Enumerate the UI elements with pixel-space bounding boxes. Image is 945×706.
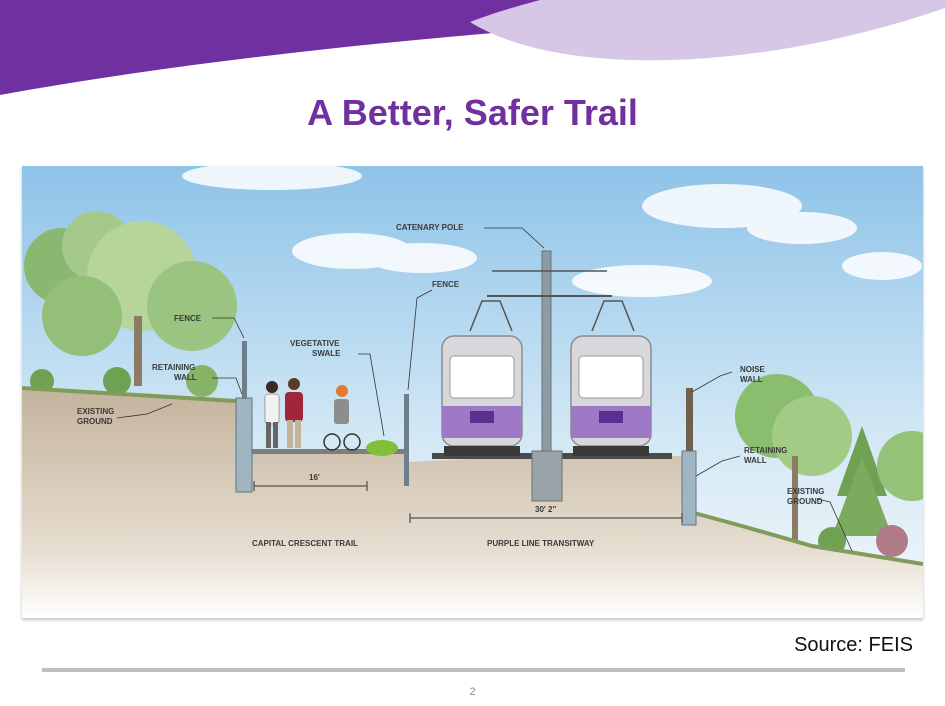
noise-wall xyxy=(686,388,693,456)
label-existing-ground-right-line2: GROUND xyxy=(787,497,823,506)
light-rail-train-left xyxy=(441,300,523,456)
label-existing-ground-right-line1: EXISTING xyxy=(787,487,824,496)
transitway-dimension-line xyxy=(409,513,683,523)
source-citation: Source: FEIS xyxy=(794,634,913,656)
label-retaining-wall-right-line1: RETAINING xyxy=(744,446,787,455)
label-fence-left: FENCE xyxy=(174,314,202,323)
trail-dimension-line xyxy=(253,481,368,491)
page-number: 2 xyxy=(469,686,476,698)
light-rail-train-right xyxy=(570,300,652,456)
fence-left xyxy=(242,341,247,399)
label-noise-wall-line1: NOISE xyxy=(740,365,766,374)
label-vegetative-swale-line2: SWALE xyxy=(312,349,341,358)
footer-divider xyxy=(42,668,905,672)
label-transitway-width: 30' 2" xyxy=(535,505,556,514)
label-purple-line-transitway: PURPLE LINE TRANSITWAY xyxy=(487,539,595,548)
fence-mid xyxy=(404,394,409,486)
retaining-wall-left xyxy=(235,397,253,493)
label-retaining-wall-right-line2: WALL xyxy=(744,456,767,465)
existing-ground-line-left xyxy=(22,386,253,404)
label-retaining-wall-left-line1: RETAINING xyxy=(152,363,195,372)
label-trail-width: 16' xyxy=(309,473,320,482)
label-existing-ground-left-line2: GROUND xyxy=(77,417,113,426)
header-banner xyxy=(0,0,945,95)
trees-left xyxy=(24,211,237,397)
label-retaining-wall-left-line2: WALL xyxy=(174,373,197,382)
label-noise-wall-line2: WALL xyxy=(740,375,763,384)
label-vegetative-swale-line1: VEGETATIVE xyxy=(290,339,340,348)
vegetative-swale xyxy=(366,440,398,456)
label-fence-mid: FENCE xyxy=(432,280,460,289)
existing-ground-line-right xyxy=(686,509,923,566)
label-existing-ground-left-line1: EXISTING xyxy=(77,407,114,416)
slide-title: A Better, Safer Trail xyxy=(307,92,638,133)
trail-users xyxy=(264,378,361,451)
catenary-pole xyxy=(541,250,552,452)
retaining-wall-right xyxy=(681,450,697,526)
label-catenary-pole: CATENARY POLE xyxy=(396,223,464,232)
trees-right xyxy=(735,374,923,557)
label-capital-crescent-trail: CAPITAL CRESCENT TRAIL xyxy=(252,539,358,548)
clouds xyxy=(182,166,922,297)
catenary-pole-foundation xyxy=(531,450,563,502)
trail-surface xyxy=(252,449,407,454)
diagram-labels: CATENARY POLE FENCE FENCE RETAINING WALL… xyxy=(77,223,824,548)
trail-cross-section-diagram: CATENARY POLE FENCE FENCE RETAINING WALL… xyxy=(22,166,923,618)
